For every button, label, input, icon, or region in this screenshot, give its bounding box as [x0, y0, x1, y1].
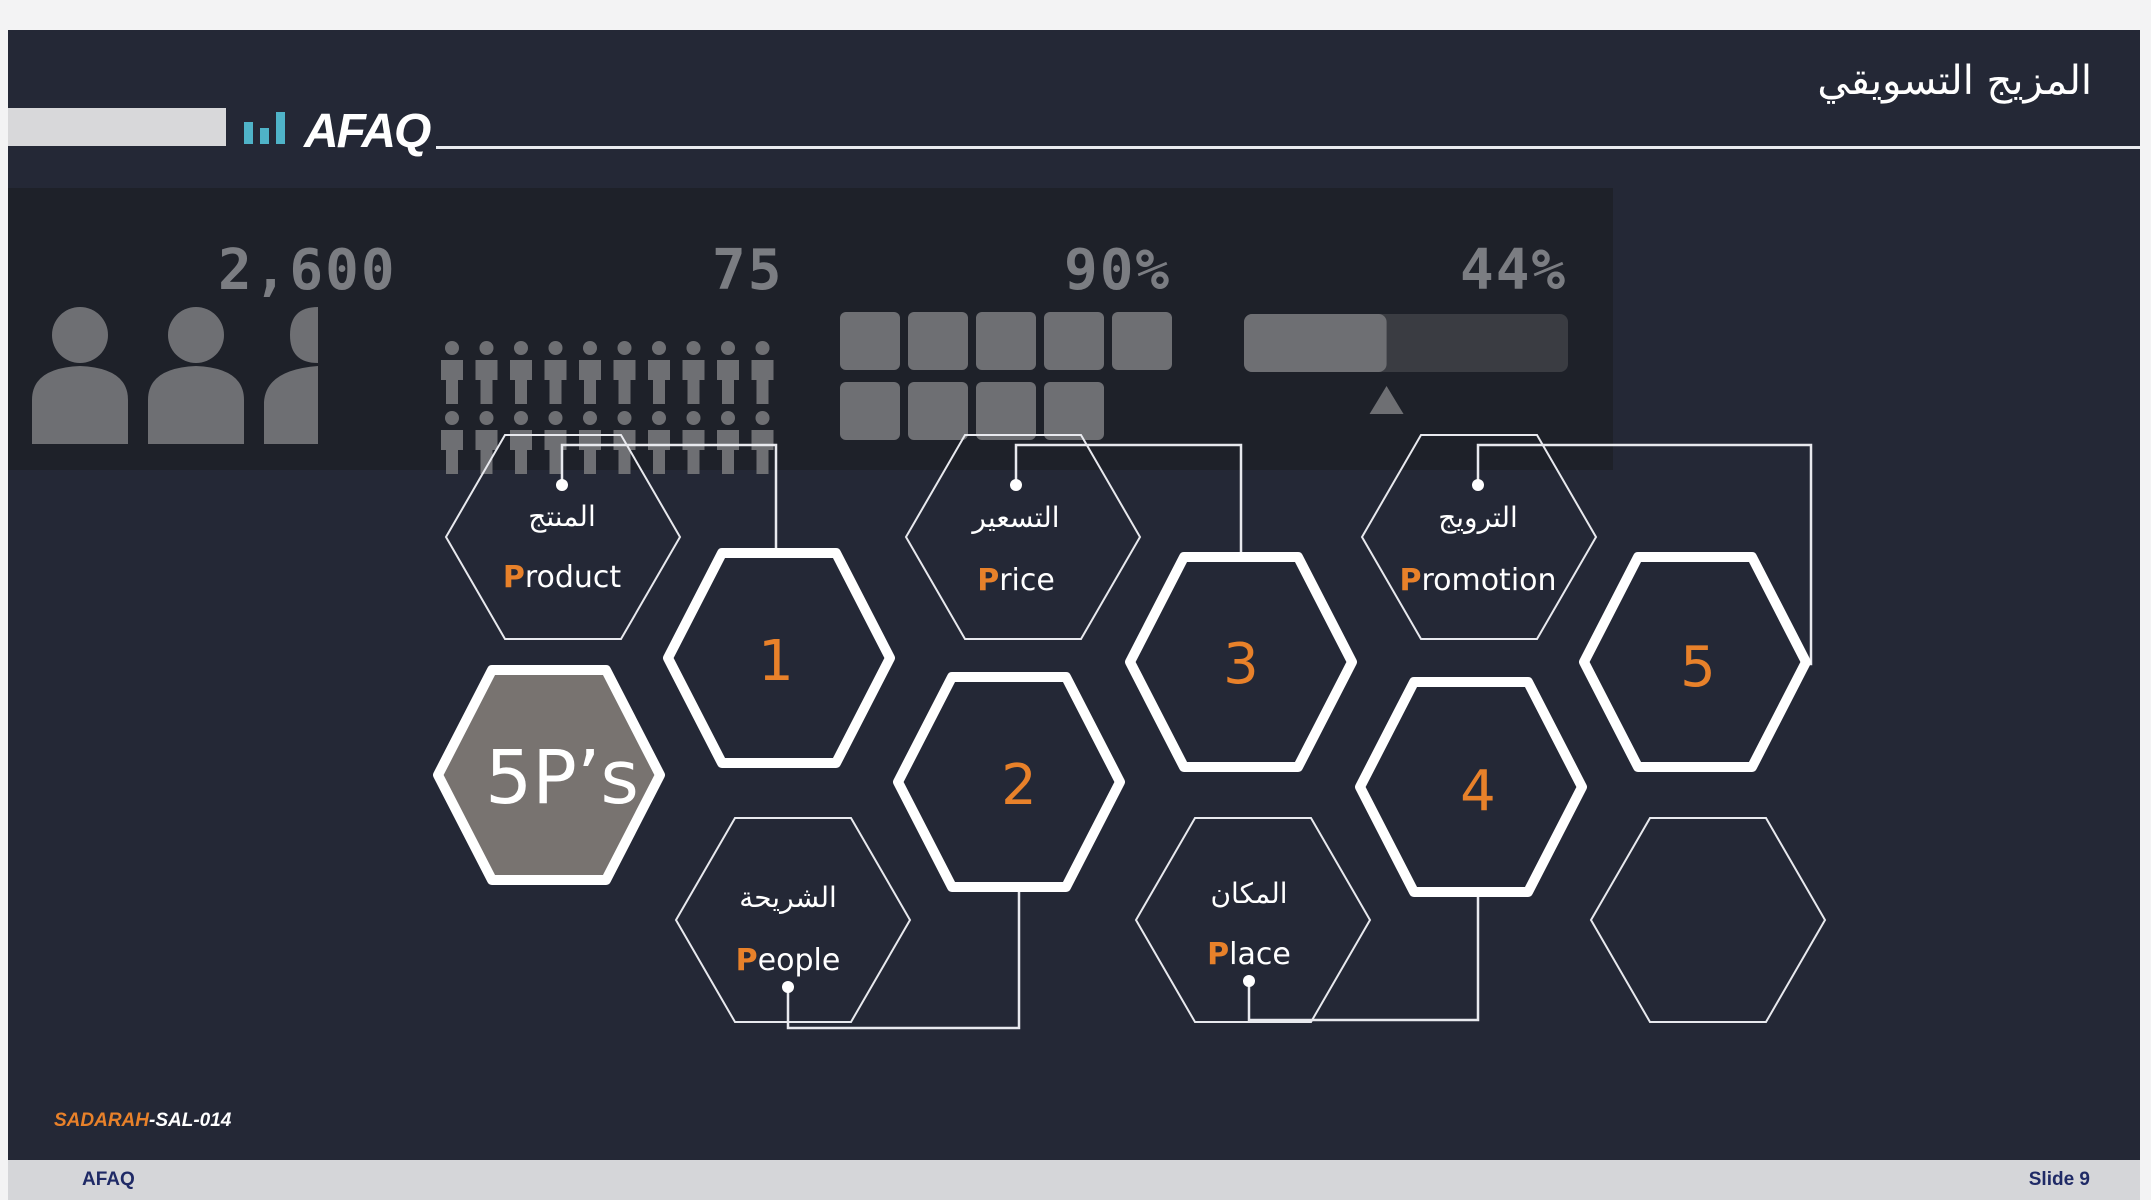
label-people-en: People — [736, 943, 841, 978]
afaq-logo-bars-icon — [244, 112, 285, 144]
label-price-rest: rice — [999, 563, 1055, 598]
small-person-icon — [579, 341, 601, 404]
logo-text: AFAQ — [304, 105, 431, 158]
label-price-initial: P — [977, 563, 999, 598]
label-product-ar: المنتج — [528, 500, 595, 533]
small-person-icon — [751, 411, 774, 474]
small-person-icon — [613, 341, 636, 404]
stat-people: 2,600 — [218, 238, 397, 303]
label-place-en: Place — [1207, 937, 1291, 972]
small-person-icon — [613, 411, 636, 474]
figure-icons — [441, 341, 774, 474]
label-promotion-rest: romotion — [1421, 563, 1556, 598]
number-3: 3 — [1223, 632, 1259, 697]
hex-number-3 — [1125, 552, 1357, 772]
label-product-en: Product — [503, 560, 622, 595]
hex-number-4 — [1355, 677, 1587, 897]
label-people-ar: الشريحة — [739, 881, 837, 914]
hex-price-outline — [904, 434, 1142, 640]
hex-empty-outline — [1589, 817, 1827, 1023]
hex-product-outline — [444, 434, 682, 640]
stat-figures: 75 — [712, 238, 784, 303]
label-promotion-initial: P — [1399, 563, 1421, 598]
label-place-initial: P — [1207, 937, 1229, 972]
small-person-icon — [717, 411, 739, 474]
hex-people-outline — [674, 817, 912, 1023]
person-icon — [32, 307, 128, 444]
small-person-icon — [682, 341, 705, 404]
hex-promotion-outline — [1360, 434, 1598, 640]
small-person-icon — [751, 341, 774, 404]
hex-number-5 — [1579, 552, 1811, 772]
center-label: 5P’s — [485, 735, 639, 821]
person-icons — [32, 307, 318, 444]
label-price-ar: التسعير — [970, 501, 1059, 534]
footer-brand: AFAQ — [82, 1169, 135, 1190]
person-half-icon — [264, 307, 318, 444]
small-person-icon — [441, 411, 463, 474]
hex-number-2 — [893, 672, 1125, 892]
slide-number: Slide 9 — [2028, 1169, 2090, 1190]
logo-bar — [8, 108, 226, 146]
hex-5ps-center — [433, 665, 665, 885]
progress-bar — [1244, 314, 1568, 414]
small-person-icon — [441, 341, 463, 404]
small-person-icon — [475, 341, 498, 404]
small-person-icon — [648, 411, 670, 474]
stat-progress: 44% — [1460, 238, 1568, 303]
person-icon — [148, 307, 244, 444]
small-person-icon — [510, 341, 532, 404]
footer-bar: AFAQ Slide 9 — [8, 1160, 2140, 1200]
label-place-ar: المكان — [1210, 877, 1287, 910]
label-people-initial: P — [736, 943, 758, 978]
stat-blocks: 90% — [1064, 238, 1172, 303]
label-promotion-ar: الترويج — [1438, 501, 1518, 534]
label-people-rest: eople — [758, 943, 841, 978]
hex-place-outline — [1134, 817, 1372, 1023]
5ps-diagram: 5P’s 1 2 3 4 5 المنتج Product الشريحة Pe… — [32, 307, 1827, 1030]
title-divider — [436, 146, 2140, 149]
small-person-icon — [717, 341, 739, 404]
label-price-en: Price — [977, 563, 1055, 598]
block-grid — [840, 312, 1172, 440]
number-1: 1 — [758, 629, 794, 694]
small-person-icon — [510, 411, 532, 474]
small-person-icon — [544, 341, 567, 404]
small-person-icon — [475, 411, 498, 474]
small-person-icon — [682, 411, 705, 474]
label-place-rest: lace — [1229, 937, 1291, 972]
number-5: 5 — [1680, 635, 1716, 700]
document-code: SADARAH-SAL-014 — [54, 1110, 231, 1132]
small-person-icon — [648, 341, 670, 404]
document-code-prefix: SADARAH — [54, 1110, 149, 1131]
label-product-rest: roduct — [525, 560, 622, 595]
connector-lines — [560, 443, 1813, 1030]
number-4: 4 — [1460, 759, 1496, 824]
label-product-initial: P — [503, 560, 525, 595]
hex-number-1 — [663, 548, 895, 768]
label-promotion-en: Promotion — [1399, 563, 1556, 598]
page-title: المزيج التسويقي — [1817, 58, 2092, 104]
document-code-suffix: -SAL-014 — [149, 1110, 232, 1131]
number-2: 2 — [1001, 753, 1037, 818]
slide: AFAQ المزيج التسويقي 2,600 75 90% 44% — [8, 30, 2140, 1160]
small-person-icon — [579, 411, 601, 474]
